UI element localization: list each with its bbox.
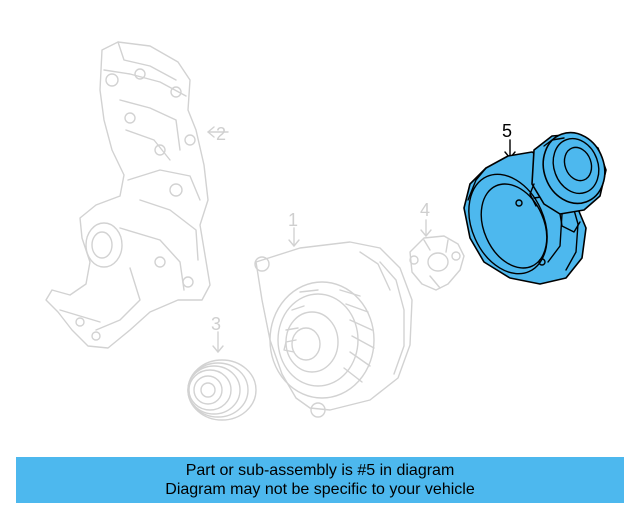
part-5-housing: 5 — [463, 121, 607, 285]
part-4-bracket: 4 — [409, 200, 465, 291]
info-banner: Part or sub-assembly is #5 in diagram Di… — [16, 457, 624, 503]
callout-1: 1 — [288, 210, 298, 230]
callout-5: 5 — [502, 121, 512, 141]
parts-diagram: 2 3 1 4 — [45, 41, 607, 421]
banner-line-1: Part or sub-assembly is #5 in diagram — [185, 462, 455, 479]
banner-line-2: Diagram may not be specific to your vehi… — [165, 481, 475, 498]
callout-3: 3 — [211, 314, 221, 334]
part-2-bracket: 2 — [45, 41, 229, 349]
part-1-alternator: 1 — [254, 210, 413, 418]
callout-2: 2 — [216, 124, 226, 144]
part-3-pulley: 3 — [187, 314, 257, 421]
callout-4: 4 — [420, 200, 430, 220]
